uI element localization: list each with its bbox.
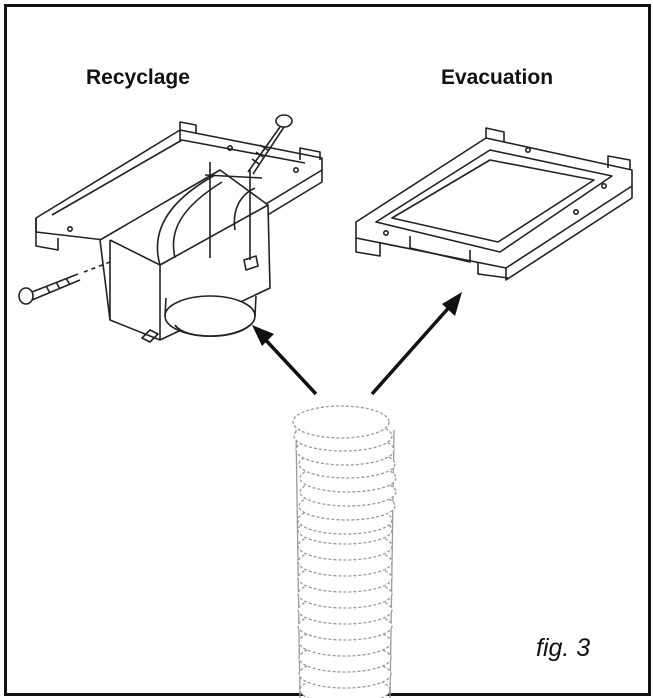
label-evacuation: Evacuation xyxy=(441,66,554,89)
screw-left xyxy=(18,261,111,305)
recyclage-adaptor xyxy=(35,121,323,343)
screw-top xyxy=(247,114,293,175)
arrow-to-evacuation xyxy=(370,292,462,396)
figure-caption: fig. 3 xyxy=(536,634,591,662)
evacuation-frame xyxy=(355,127,633,281)
arrow-to-recyclage xyxy=(252,325,318,396)
label-recyclage: Recyclage xyxy=(86,66,190,89)
flexible-duct xyxy=(292,405,397,698)
